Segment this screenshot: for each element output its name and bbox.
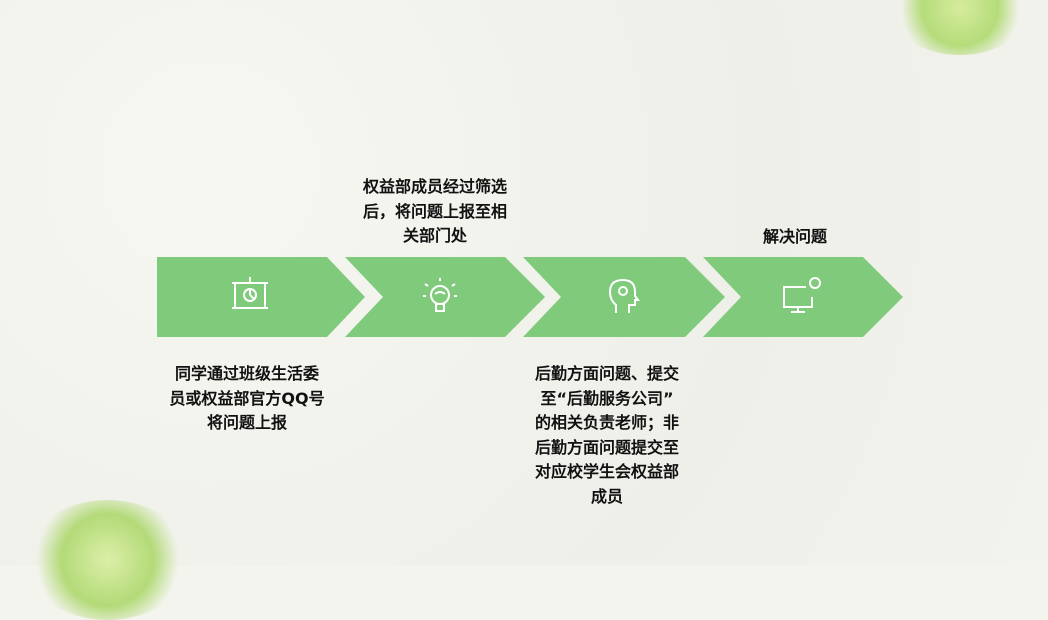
text-line: 后勤方面问题、提交 [534,364,680,383]
text-line: 权益部成员经过筛选 [362,177,508,196]
chevron-step-2 [345,257,545,337]
text-line: 同学通过班级生活委 [174,364,319,383]
text-line: 员或权益部官方QQ号 [169,388,325,408]
chevron-step-3 [523,257,725,337]
text-line: 将问题上报 [206,413,287,432]
text-line: 后勤方面问题提交至 [534,437,680,457]
presentation-board-icon [232,277,268,309]
step-3-description: 后勤方面问题、提交 至“后勤服务公司” 的相关负责老师；非 后勤方面问题提交至 … [535,362,679,509]
head-gear-icon [608,278,640,313]
text-line: 成员 [590,486,624,506]
process-chevrons [157,257,903,337]
chevron-step-4 [703,257,903,337]
lightbulb-icon [423,278,457,312]
text-line: 对应校学生会权益部 [534,462,680,481]
chevron-step-1 [157,257,365,337]
step-1-description: 同学通过班级生活委 员或权益部官方QQ号 将问题上报 [169,362,324,436]
step-2-description: 权益部成员经过筛选 后，将问题上报至相 关部门处 [363,175,507,249]
text-line: 的相关负责老师；非 [534,413,680,432]
text-line: 后，将问题上报至相 [362,201,508,221]
text-line: 关部门处 [402,226,468,245]
step-4-description: 解决问题 [763,225,827,250]
monitor-chat-icon [783,277,821,313]
text-line: 解决问题 [762,227,828,246]
text-line: 至“后勤服务公司” [540,388,674,408]
